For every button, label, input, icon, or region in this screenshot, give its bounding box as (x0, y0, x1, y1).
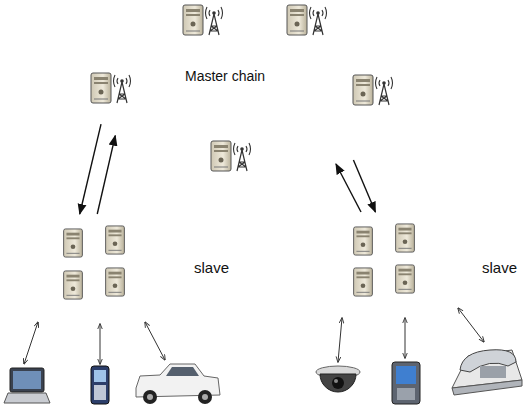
server-icon (284, 4, 328, 38)
laptop-icon (4, 368, 50, 403)
camera-icon (316, 366, 360, 392)
server-icon (88, 72, 132, 106)
truck-icon (136, 364, 220, 404)
cloud-outline (15, 205, 190, 323)
slave-cloud: slave (15, 205, 232, 323)
sync-arrow (336, 164, 361, 212)
chain-label: Master chain (185, 68, 265, 84)
phone-icon (91, 366, 109, 404)
terminal-icon (392, 362, 420, 404)
ellipse-outline (85, 8, 441, 168)
server-icon (180, 4, 224, 38)
sync-arrow (97, 136, 115, 214)
chain-ellipse: Master chain (85, 8, 441, 168)
server-icon (208, 140, 252, 174)
cloud-outline (298, 203, 478, 318)
server-cluster (354, 224, 415, 296)
server-icon (350, 74, 394, 108)
slave-cloud: slave (298, 203, 520, 318)
telephone-icon (452, 350, 522, 395)
slave-label: slave (194, 259, 229, 276)
sync-arrow (353, 160, 375, 212)
server-cluster (64, 226, 125, 299)
slave-label: slave (482, 259, 517, 276)
device-link (24, 308, 484, 364)
sync-arrow (80, 124, 101, 214)
